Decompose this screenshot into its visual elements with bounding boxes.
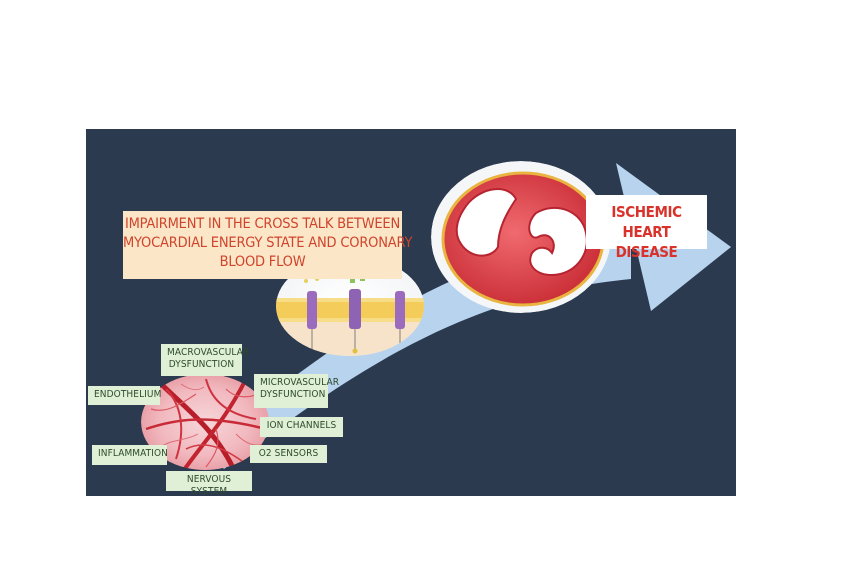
macrovascular-line-1: MACROVASCULAR bbox=[167, 347, 250, 358]
right-ventricle-cavity bbox=[528, 206, 588, 277]
macrovascular-line-2: DYSFUNCTION bbox=[168, 359, 235, 370]
microvascular-dysfunction-label: MICROVASCULAR DYSFUNCTION bbox=[254, 374, 340, 408]
endothelium-label: ENDOTHELIUM bbox=[88, 386, 161, 405]
outcome-line-1: ISCHEMIC HEART bbox=[611, 203, 682, 241]
ion-channels-label: ION CHANNELS bbox=[260, 417, 343, 437]
outcome-box: ISCHEMIC HEART DISEASE bbox=[586, 195, 707, 261]
left-ventricle-cavity bbox=[455, 188, 518, 257]
outcome-line-2: DISEASE bbox=[615, 243, 678, 261]
main-message-box: IMPAIRMENT IN THE CROSS TALK BETWEEN MYO… bbox=[123, 211, 413, 279]
microvascular-line-2: DYSFUNCTION bbox=[260, 389, 326, 400]
vessel-network-image bbox=[141, 374, 269, 470]
main-message-line-2: MYOCARDIAL ENERGY STATE AND CORONARY bbox=[123, 235, 413, 251]
microvascular-line-1: MICROVASCULAR bbox=[260, 377, 340, 388]
o2-sensors-label: O2 SENSORS bbox=[250, 445, 327, 463]
main-message-line-3: BLOOD FLOW bbox=[219, 254, 306, 270]
nervous-system-label: NERVOUS SYSTEM bbox=[166, 471, 252, 496]
main-message-line-1: IMPAIRMENT IN THE CROSS TALK BETWEEN bbox=[124, 216, 401, 232]
heart-cross-section-image bbox=[431, 161, 611, 313]
diagram-artwork bbox=[141, 161, 731, 470]
macrovascular-dysfunction-label: MACROVASCULAR DYSFUNCTION bbox=[161, 344, 250, 376]
diagram-panel: IMPAIRMENT IN THE CROSS TALK BETWEEN MYO… bbox=[86, 129, 736, 496]
inflammation-label: INFLAMMATION bbox=[92, 445, 168, 465]
